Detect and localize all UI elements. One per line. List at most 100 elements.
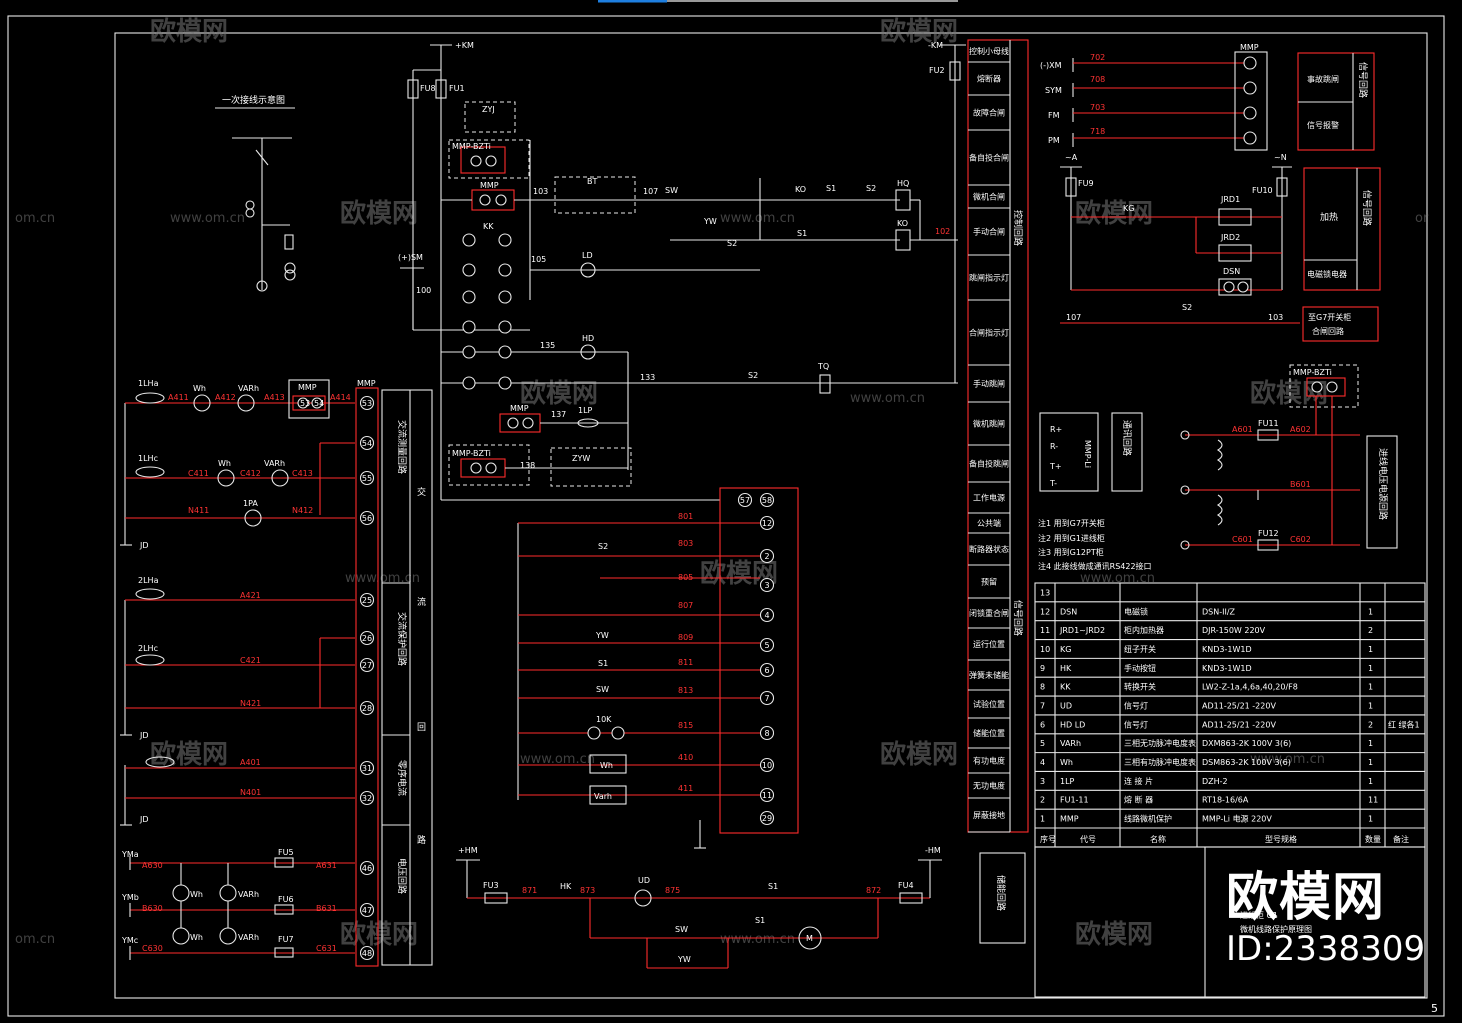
svg-text:N401: N401 [240, 788, 261, 797]
bom-cell-no: 5 [1040, 739, 1045, 748]
svg-text:FU4: FU4 [898, 881, 914, 890]
terminal [759, 637, 775, 653]
svg-text:LD: LD [582, 251, 593, 260]
svg-text:A414: A414 [330, 393, 351, 402]
svg-text:FU1: FU1 [449, 84, 465, 93]
svg-text:C411: C411 [188, 469, 209, 478]
svg-text:流: 流 [417, 596, 426, 608]
terminal-number: 28 [362, 704, 372, 713]
terminal-number: 12 [762, 519, 772, 528]
svg-text:www.om.cn: www.om.cn [170, 211, 245, 226]
terminal [759, 787, 775, 803]
svg-text:储能回路: 储能回路 [995, 875, 1007, 911]
bom-cell-no: 3 [1040, 777, 1045, 786]
bom-cell-name: 纽子开关 [1124, 644, 1156, 654]
svg-text:135: 135 [540, 341, 555, 350]
terminal-number: 2 [764, 552, 769, 561]
svg-text:Varh: Varh [594, 792, 612, 801]
svg-text:-HM: -HM [925, 846, 941, 855]
svg-text:N411: N411 [188, 506, 209, 515]
bus-block-label: 运行位置 [973, 639, 1005, 649]
svg-text:718: 718 [1090, 127, 1105, 136]
svg-text:YMb: YMb [121, 893, 139, 902]
bom-cell-name: 三相有功脉冲电度表 [1124, 757, 1196, 767]
terminal [759, 690, 775, 706]
bom-cell-name: 电磁锁 [1124, 606, 1148, 616]
svg-text:UD: UD [638, 876, 650, 885]
bom-cell-qty: 1 [1368, 758, 1373, 767]
terminal-number: 47 [362, 906, 372, 915]
svg-text:FU12: FU12 [1258, 529, 1279, 538]
svg-text:807: 807 [678, 601, 693, 610]
terminal [359, 510, 375, 526]
svg-text:811: 811 [678, 658, 693, 667]
terminal-number: 57 [740, 496, 750, 505]
svg-text:M: M [806, 934, 813, 943]
svg-text:S2: S2 [727, 239, 737, 248]
bus-block-label: 预留 [981, 577, 997, 587]
terminal-number: 46 [362, 864, 372, 873]
svg-text:信号回路: 信号回路 [1357, 62, 1369, 98]
svg-text:序号: 序号 [1040, 834, 1056, 844]
svg-text:T+: T+ [1049, 462, 1062, 471]
kk-terminal [498, 233, 512, 247]
bom-cell-model: DJR-150W 220V [1202, 626, 1266, 635]
svg-text:MMP-BZTi: MMP-BZTi [452, 142, 491, 151]
svg-text:MMP: MMP [298, 383, 317, 392]
svg-text:电磁锁电器: 电磁锁电器 [1307, 269, 1347, 279]
svg-text:HD: HD [582, 334, 594, 343]
bom-cell-qty: 1 [1368, 664, 1373, 673]
control-bus-labels: 控制小母线熔断器故障合闸备自投合闸微机合闸手动合闸跳闸指示灯合闸指示灯手动跳闸微… [967, 39, 1029, 833]
kk-terminal [462, 233, 476, 247]
svg-text:JRD2: JRD2 [1220, 233, 1240, 242]
svg-text:www.om.cn: www.om.cn [1250, 752, 1325, 767]
bom-cell-qty: 1 [1368, 683, 1373, 692]
svg-text:S2: S2 [598, 542, 608, 551]
svg-text:FU5: FU5 [278, 848, 294, 857]
bus-block-label: 微机跳闸 [973, 419, 1005, 429]
svg-text:电压回路: 电压回路 [396, 858, 408, 894]
bom-cell-no: 4 [1040, 758, 1045, 767]
bom-cell-qty: 1 [1368, 739, 1373, 748]
svg-text:合闸回路: 合闸回路 [1312, 326, 1344, 336]
bom-cell-code: HK [1060, 664, 1072, 673]
svg-text:KK: KK [483, 222, 494, 231]
kk-terminal [462, 290, 476, 304]
svg-text:A411: A411 [168, 393, 189, 402]
svg-text:Wh: Wh [193, 384, 206, 393]
terminal-number: 53 [362, 399, 372, 408]
bom-cell-no: 12 [1040, 607, 1050, 616]
bom-cell-model: DSN-II/Z [1202, 607, 1236, 616]
svg-text:Wh: Wh [190, 933, 203, 942]
svg-text:JD: JD [139, 541, 149, 550]
svg-text:C630: C630 [142, 944, 163, 953]
terminal-number: 6 [764, 666, 769, 675]
svg-text:C631: C631 [316, 944, 337, 953]
svg-text:105: 105 [531, 255, 546, 264]
terminal-number: 48 [362, 949, 372, 958]
watermarks: 欧模网 欧模网 欧模网 www.om.cn 欧模网 www.om.cn 欧模网 … [15, 16, 1429, 950]
svg-text:HK: HK [560, 882, 572, 891]
svg-text:410: 410 [678, 753, 693, 762]
svg-text:KO: KO [795, 185, 806, 194]
svg-text:1LHa: 1LHa [138, 379, 159, 388]
svg-text:A602: A602 [1290, 425, 1311, 434]
svg-text:107: 107 [643, 187, 658, 196]
terminal-number: 29 [762, 814, 772, 823]
terminal-number: 5 [764, 641, 769, 650]
svg-text:138: 138 [520, 461, 535, 470]
terminal [759, 577, 775, 593]
kk-terminal [462, 263, 476, 277]
bom-cell-qty: 1 [1368, 645, 1373, 654]
terminal-number: 8 [764, 729, 769, 738]
terminal-number: 25 [362, 596, 372, 605]
svg-text:PM: PM [1048, 136, 1060, 145]
svg-text:C421: C421 [240, 656, 261, 665]
svg-text:www.om.cn: www.om.cn [850, 391, 925, 406]
svg-text:欧模网: 欧模网 [150, 16, 228, 47]
svg-text:FU3: FU3 [483, 881, 499, 890]
terminal-number: 32 [362, 794, 372, 803]
bom-cell-qty: 1 [1368, 777, 1373, 786]
svg-text:YW: YW [595, 631, 609, 640]
